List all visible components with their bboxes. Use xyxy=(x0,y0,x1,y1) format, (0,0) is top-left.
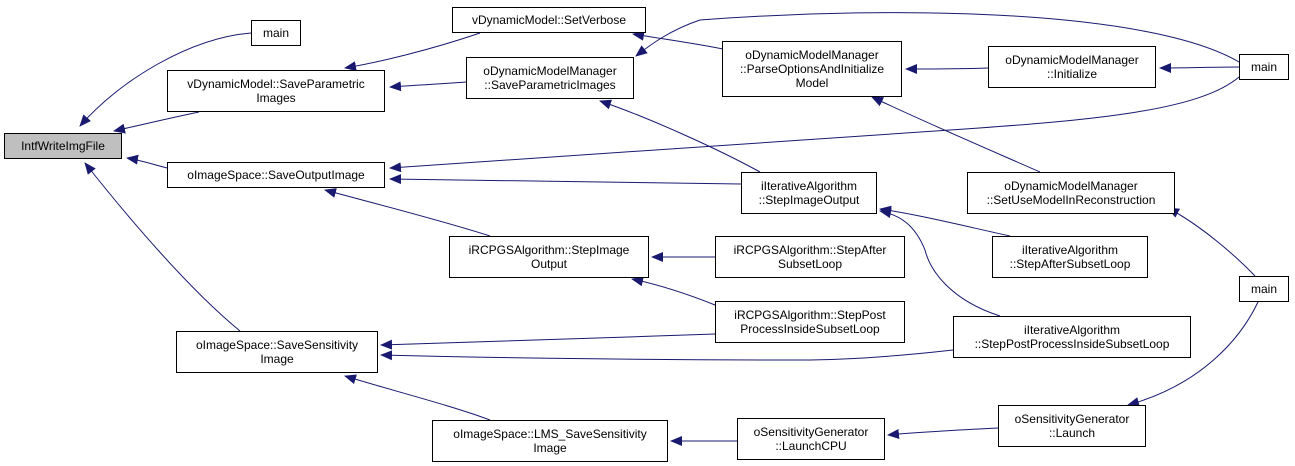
node-label-line3: Model xyxy=(795,76,829,90)
edge-iterafter-to-stepimgout xyxy=(879,205,1011,237)
edge-ircpgsout-to-oimgoutput xyxy=(324,188,491,237)
edge-stepimgout-to-odmmsave xyxy=(599,99,761,173)
node-odmm-setusemodelinreconstruction[interactable]: oDynamicModelManager ::SetUseModelInReco… xyxy=(967,172,1175,214)
edge-mainright-to-oimgoutput xyxy=(389,76,1240,173)
node-main-right-mid[interactable]: main xyxy=(1239,276,1289,302)
node-label: vDynamicModel::SetVerbose xyxy=(471,13,627,27)
node-odmm-saveparametricimages[interactable]: oDynamicModelManager ::SaveParametricIma… xyxy=(466,57,634,99)
edge-stepimgout-to-oimgoutput xyxy=(389,174,742,185)
node-label: oImageSpace::SaveOutputImage xyxy=(187,168,365,182)
node-oimagespace-saveoutputimage[interactable]: oImageSpace::SaveOutputImage xyxy=(167,162,385,188)
node-label-line1: oSensitivityGenerator xyxy=(753,425,869,439)
node-label-line2: ProcessInsideSubsetLoop xyxy=(740,322,880,336)
node-label-line1: oSensitivityGenerator xyxy=(1014,412,1130,426)
node-osensitivitygenerator-launchcpu[interactable]: oSensitivityGenerator ::LaunchCPU xyxy=(737,418,885,460)
node-label-line1: iIterativeAlgorithm xyxy=(760,179,858,193)
node-oimagespace-lms-savesensitivityimage[interactable]: oImageSpace::LMS_SaveSensitivity Image xyxy=(432,420,668,462)
node-label-line1: vDynamicModel::SaveParametric xyxy=(187,77,365,91)
edge-lms-to-oimgsens xyxy=(344,374,491,421)
node-label: IntfWriteImgFile xyxy=(21,139,105,153)
node-label-line2: ::SaveParametricImages xyxy=(484,78,616,92)
node-label-line1: oDynamicModelManager xyxy=(1004,179,1138,193)
node-label-line2: ::LaunchCPU xyxy=(775,439,847,453)
edge-parse-to-setverbose xyxy=(632,30,729,51)
edge-ircpgspost-to-ircpgsout xyxy=(631,276,716,306)
edge-vdynsave-to-root xyxy=(113,111,200,134)
node-vdynamicmodel-saveparametricimages[interactable]: vDynamicModel::SaveParametric Images xyxy=(167,70,385,112)
node-label: main xyxy=(1250,282,1277,296)
node-main-right-top[interactable]: main xyxy=(1239,54,1289,80)
edge-odmmsave-to-vdynsave xyxy=(389,81,467,92)
node-label-line2: ::Launch xyxy=(1048,426,1096,440)
edge-oimgsens-to-root xyxy=(84,162,241,332)
edge-setuse-to-parse xyxy=(871,96,1041,173)
edge-iterpost-to-stepimgout xyxy=(879,208,1001,317)
node-ircpgs-stepaftersubsetloop[interactable]: iRCPGSAlgorithm::StepAfter SubsetLoop xyxy=(715,236,905,278)
edge-setverbose-to-vdynsave xyxy=(344,32,481,72)
node-oimagespace-savesensitivityimage[interactable]: oImageSpace::SaveSensitivity Image xyxy=(176,331,378,373)
node-label-line2: ::StepAfterSubsetLoop xyxy=(1009,257,1131,271)
node-label-line2: Output xyxy=(530,257,568,271)
node-label-line2: Image xyxy=(533,441,567,455)
node-iiterative-steppostprocessinsidesubsetloop[interactable]: iIterativeAlgorithm ::StepPostProcessIns… xyxy=(953,316,1191,358)
edge-iterpost-to-oimgsens xyxy=(380,349,954,361)
node-odmm-parseoptionsandinitializemodel[interactable]: oDynamicModelManager ::ParseOptionsAndIn… xyxy=(722,41,902,97)
node-label-line1: oDynamicModelManager xyxy=(1005,53,1139,67)
node-label-line2: ::ParseOptionsAndInitialize xyxy=(739,62,885,76)
node-iiterative-stepaftersubsetloop[interactable]: iIterativeAlgorithm ::StepAfterSubsetLoo… xyxy=(992,236,1148,278)
node-label-line2: ::SetUseModelInReconstruction xyxy=(986,193,1156,207)
node-label-line1: oImageSpace::SaveSensitivity xyxy=(195,338,359,352)
node-label-line2: ::StepImageOutput xyxy=(758,193,860,207)
node-label: main xyxy=(1250,60,1277,74)
edge-oimgoutput-to-root xyxy=(126,154,168,169)
node-label: main xyxy=(262,26,289,40)
edge-mainright2-to-setuse xyxy=(1167,207,1256,277)
node-ircpgs-stepimageoutput[interactable]: iRCPGSAlgorithm::StepImage Output xyxy=(449,236,649,278)
node-label-line1: iIterativeAlgorithm xyxy=(1023,323,1121,337)
node-ircpgs-steppostprocessinsidesubsetloop[interactable]: iRCPGSAlgorithm::StepPost ProcessInsideS… xyxy=(715,301,905,343)
edge-mainright-to-initialize xyxy=(1159,62,1240,73)
node-label-line2: Images xyxy=(256,91,296,105)
node-label-line2: Image xyxy=(260,352,294,366)
edge-initialize-to-parse xyxy=(905,63,989,74)
node-osensitivitygenerator-launch[interactable]: oSensitivityGenerator ::Launch xyxy=(998,405,1146,447)
node-label-line2: ::StepPostProcessInsideSubsetLoop xyxy=(974,337,1170,351)
node-label-line1: iRCPGSAlgorithm::StepPost xyxy=(734,308,886,322)
node-main-top-left[interactable]: main xyxy=(251,20,301,46)
node-label-line2: ::Initialize xyxy=(1046,67,1098,81)
node-label-line1: oDynamicModelManager xyxy=(745,48,879,62)
node-odmm-initialize[interactable]: oDynamicModelManager ::Initialize xyxy=(988,46,1156,88)
edge-launch-to-launchcpu xyxy=(887,427,999,439)
node-label-line1: oImageSpace::LMS_SaveSensitivity xyxy=(453,427,647,441)
node-label-line1: iRCPGSAlgorithm::StepImage xyxy=(468,243,630,257)
node-label-line1: iRCPGSAlgorithm::StepAfter xyxy=(733,243,887,257)
node-label-line1: iIterativeAlgorithm xyxy=(1021,243,1119,257)
edge-mainright2-to-launch xyxy=(1127,301,1259,407)
node-label-line1: oDynamicModelManager xyxy=(483,64,617,78)
node-intf-write-img-file: IntfWriteImgFile xyxy=(4,133,122,159)
edge-mainright-to-odmmsave xyxy=(635,12,1240,63)
node-iiterative-stepimageoutput[interactable]: iIterativeAlgorithm ::StepImageOutput xyxy=(741,172,877,214)
node-label-line2: SubsetLoop xyxy=(777,257,843,271)
edge-main-to-root xyxy=(79,32,252,127)
edge-ircpgspost-to-oimgsens xyxy=(380,333,716,350)
node-vdynamicmodel-setverbose[interactable]: vDynamicModel::SetVerbose xyxy=(452,7,646,33)
